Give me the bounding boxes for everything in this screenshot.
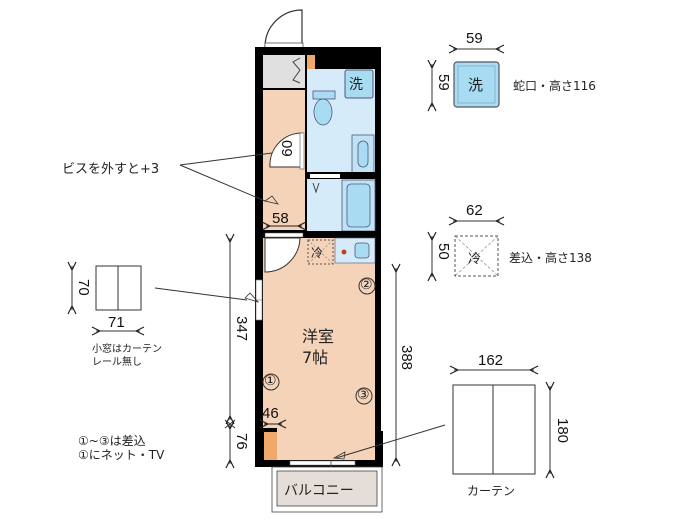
screw-note: ビスを外すと+3 bbox=[62, 162, 160, 177]
stove bbox=[341, 249, 347, 255]
outlet-2: ② bbox=[360, 277, 373, 293]
outlet-note-line2: ①にネット・TV bbox=[78, 448, 165, 462]
curtain-height-dim: 180 bbox=[554, 418, 571, 444]
fridge-height-dim: 50 bbox=[435, 243, 452, 260]
toilet-door-dim: 60 bbox=[279, 140, 296, 157]
entrance-door bbox=[264, 9, 304, 49]
fridge-note: 差込・高さ138 bbox=[509, 251, 592, 265]
fridge-space bbox=[307, 239, 334, 265]
curtain-detail bbox=[452, 384, 536, 475]
small-window-note-line1: 小窓はカーテン bbox=[92, 344, 162, 355]
small-window-note-line2: レール無し bbox=[92, 357, 142, 368]
wash-basin bbox=[357, 140, 369, 168]
outlet-1: ① bbox=[264, 373, 277, 389]
small-window-height-dim: 70 bbox=[75, 279, 92, 296]
sink bbox=[354, 242, 370, 259]
closet bbox=[264, 432, 277, 460]
closet-width-dim: 46 bbox=[262, 405, 279, 422]
washer-label: 洗 bbox=[349, 77, 363, 93]
right-dim: 388 bbox=[398, 345, 415, 371]
fridge-detail-box bbox=[454, 235, 499, 277]
fridge-width-dim: 62 bbox=[466, 202, 483, 219]
fridge-label: 冷 bbox=[311, 246, 324, 260]
left-lower-dim: 76 bbox=[233, 433, 250, 450]
small-window-width-dim: 71 bbox=[108, 314, 125, 331]
washer-pan bbox=[344, 69, 374, 99]
washer-note: 蛇口・高さ116 bbox=[513, 79, 596, 93]
outlet-3: ③ bbox=[357, 387, 370, 403]
washer-height-dim: 59 bbox=[435, 74, 452, 91]
balcony-window bbox=[289, 460, 356, 466]
western-room-floor bbox=[263, 238, 381, 460]
shoe-cabinet bbox=[307, 55, 315, 82]
washer-width-dim: 59 bbox=[466, 30, 483, 47]
balcony-label: バルコニー bbox=[284, 483, 354, 499]
curtain-width-dim: 162 bbox=[478, 352, 504, 369]
balcony bbox=[276, 470, 378, 507]
toilet bbox=[313, 98, 333, 126]
outlet-note-line1: ①~③は差込 bbox=[78, 434, 146, 448]
room-size: 7帖 bbox=[302, 348, 329, 367]
hall-width-dim: 58 bbox=[272, 210, 289, 227]
fridge-detail-label: 冷 bbox=[468, 252, 482, 267]
room-label: 洋室 bbox=[302, 327, 335, 346]
washer-detail-box bbox=[453, 61, 500, 108]
left-upper-dim: 347 bbox=[233, 316, 250, 342]
curtain-label: カーテン bbox=[467, 484, 516, 498]
washer-detail-label: 洗 bbox=[468, 76, 484, 94]
bathtub bbox=[346, 183, 371, 228]
